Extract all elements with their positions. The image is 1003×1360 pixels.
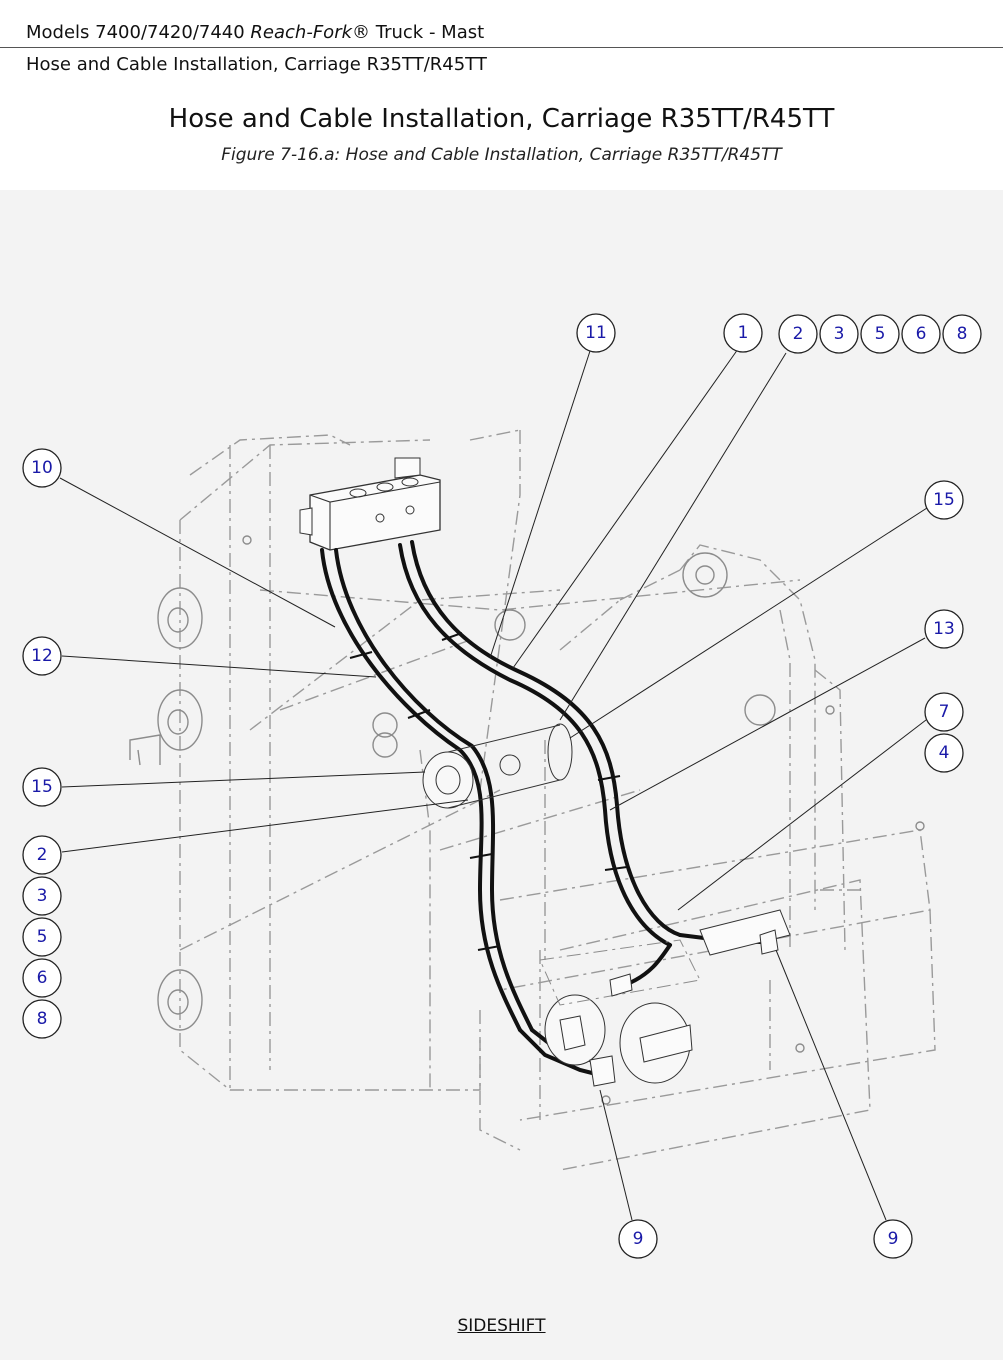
svg-text:15: 15 [933,490,955,510]
svg-text:6: 6 [37,968,48,988]
svg-text:8: 8 [957,324,968,344]
diagram-drawing: 11 1 2 3 5 6 8 10 15 12 13 7 4 15 2 3 5 … [22,313,982,1259]
valve-block [299,457,441,551]
svg-text:12: 12 [31,646,53,666]
pivot-assembly [422,723,573,809]
svg-text:13: 13 [933,619,955,639]
svg-text:1: 1 [738,323,749,343]
svg-text:7: 7 [939,702,950,722]
callout-7: 7 [924,692,964,732]
hydraulic-hoses [320,540,762,1077]
models-suffix: ® Truck - Mast [352,22,485,43]
callout-2-left: 2 [22,835,62,875]
cable-ties [349,632,628,951]
callout-4: 4 [924,733,964,773]
callout-1: 1 [723,313,763,353]
callout-11: 11 [576,313,616,353]
callout-6-left: 6 [22,958,62,998]
callout-8-left: 8 [22,999,62,1039]
callout-5-top: 5 [860,314,900,354]
left-bracket [129,734,161,766]
callout-8-top: 8 [942,314,982,354]
svg-text:2: 2 [793,324,804,344]
svg-text:9: 9 [633,1229,644,1249]
models-italic: Reach-Fork [250,22,353,43]
svg-text:5: 5 [875,324,886,344]
callout-3-top: 3 [819,314,859,354]
parts-diagram: 11 1 2 3 5 6 8 10 15 12 13 7 4 15 2 3 5 … [0,190,1003,1360]
svg-text:10: 10 [31,458,53,478]
svg-text:6: 6 [916,324,927,344]
manual-model-header: Models 7400/7420/7440 Reach-Fork® Truck … [26,22,484,43]
leader-lines [59,348,928,1221]
callout-13: 13 [924,609,964,649]
callout-bubbles: 11 1 2 3 5 6 8 10 15 12 13 7 4 15 2 3 5 … [22,313,982,1259]
page-title: Hose and Cable Installation, Carriage R3… [168,104,835,134]
header-rule [0,47,1003,48]
callout-2-top: 2 [778,314,818,354]
callout-15-right: 15 [924,480,964,520]
figure-caption: Figure 7-16.a: Hose and Cable Installati… [221,145,782,165]
callout-5-left: 5 [22,917,62,957]
models-prefix: Models 7400/7420/7440 [26,22,251,43]
sideshift-cylinder [539,909,791,1087]
svg-text:11: 11 [585,323,607,343]
callout-9-left: 9 [618,1219,658,1259]
svg-text:3: 3 [834,324,845,344]
carriage-outline [179,429,936,1171]
svg-text:4: 4 [939,743,950,763]
section-header: Hose and Cable Installation, Carriage R3… [26,54,487,75]
callout-12: 12 [22,636,62,676]
svg-text:15: 15 [31,777,53,797]
mounting-bosses [157,535,925,1105]
callout-15-left: 15 [22,767,62,807]
callout-6-top: 6 [901,314,941,354]
view-label: SIDESHIFT [457,1316,546,1336]
svg-text:5: 5 [37,927,48,947]
svg-text:2: 2 [37,845,48,865]
svg-text:9: 9 [888,1229,899,1249]
svg-text:3: 3 [37,886,48,906]
svg-text:8: 8 [37,1009,48,1029]
callout-3-left: 3 [22,876,62,916]
callout-10: 10 [22,448,62,488]
callout-9-right: 9 [873,1219,913,1259]
